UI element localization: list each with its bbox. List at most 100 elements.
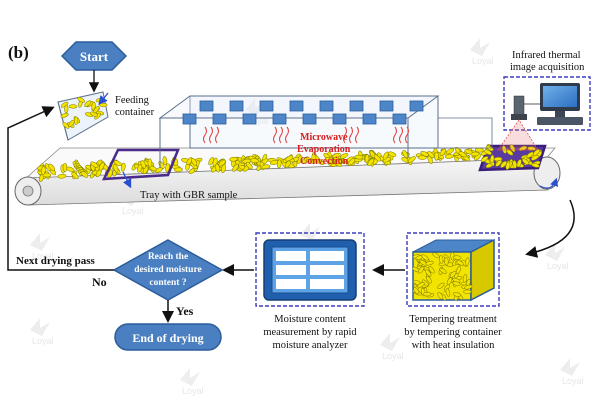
feeding-label-line2: container bbox=[115, 107, 155, 118]
rice-grain bbox=[533, 149, 540, 156]
rice-grain bbox=[426, 275, 432, 284]
rice-grain bbox=[354, 154, 364, 160]
rice-grain bbox=[334, 159, 344, 165]
rice-grain bbox=[452, 281, 461, 286]
rice-grain bbox=[162, 156, 168, 166]
tempering-frame bbox=[406, 232, 500, 307]
rice-grain bbox=[232, 164, 239, 172]
rice-grain bbox=[437, 291, 444, 300]
rice-grain bbox=[68, 104, 78, 109]
rice-grain bbox=[98, 162, 105, 171]
rice-grain bbox=[432, 252, 440, 259]
rice-grain bbox=[147, 158, 153, 168]
decision-line1: Reach the bbox=[148, 252, 188, 262]
rice-grain bbox=[93, 105, 100, 114]
infrared-frame bbox=[503, 76, 591, 131]
rice-grain bbox=[120, 162, 126, 172]
svg-text:Loyal: Loyal bbox=[382, 351, 404, 361]
rice-grain bbox=[452, 255, 462, 260]
svg-text:Loyal: Loyal bbox=[32, 336, 54, 346]
rice-grain bbox=[316, 158, 325, 166]
rice-grain bbox=[245, 161, 253, 170]
rice-grain bbox=[458, 151, 467, 158]
next-pass-label: Next drying pass bbox=[16, 255, 96, 267]
camera-icon bbox=[511, 95, 540, 120]
heater-block bbox=[259, 100, 274, 112]
rice-grain bbox=[417, 155, 427, 160]
rice-grain bbox=[229, 156, 239, 162]
tempering-label-line1: Tempering treatment bbox=[409, 314, 497, 325]
rice-grain bbox=[427, 151, 435, 159]
tempering-label-line2: by tempering container bbox=[404, 327, 502, 338]
rice-grain bbox=[332, 152, 341, 159]
rice-grain bbox=[250, 158, 260, 163]
heater-block bbox=[302, 113, 317, 125]
watermark-logo-icon: Loyal bbox=[245, 98, 269, 126]
moisture-label-line3: moisture analyzer bbox=[273, 340, 348, 351]
rice-grain bbox=[276, 159, 282, 169]
rice-grain bbox=[421, 254, 429, 261]
rice-grain bbox=[444, 154, 454, 159]
rice-grain bbox=[484, 149, 492, 155]
rice-grain bbox=[84, 100, 92, 107]
rice-grain bbox=[490, 154, 495, 164]
evaporation-label: Evaporation bbox=[297, 144, 351, 155]
rice-grain bbox=[512, 160, 517, 169]
rice-grain bbox=[408, 156, 416, 163]
rice-grain bbox=[445, 288, 451, 297]
rice-grain bbox=[428, 266, 435, 274]
figure-label: (b) bbox=[8, 43, 29, 62]
no-label: No bbox=[92, 275, 107, 289]
rice-grain bbox=[480, 156, 489, 163]
rice-grain bbox=[91, 101, 96, 111]
computer-icon bbox=[537, 83, 583, 125]
tempering-container-icon bbox=[412, 238, 495, 302]
start-node: Start bbox=[60, 41, 128, 71]
start-label: Start bbox=[80, 49, 109, 64]
rice-grain bbox=[42, 172, 52, 178]
rice-grain bbox=[77, 97, 86, 103]
rice-grain bbox=[531, 162, 540, 168]
rice-grain bbox=[140, 160, 146, 169]
rice-grain bbox=[464, 284, 473, 290]
svg-text:Loyal: Loyal bbox=[247, 116, 269, 126]
rice-grain bbox=[522, 158, 530, 165]
rice-grain bbox=[437, 282, 445, 289]
yes-label: Yes bbox=[176, 304, 194, 318]
rice-grain bbox=[465, 257, 470, 266]
camera-view-cone bbox=[497, 119, 539, 151]
rice-grain bbox=[340, 153, 349, 159]
watermark-logo-icon: Loyal bbox=[470, 38, 494, 66]
analyzer-frame bbox=[255, 232, 365, 307]
rice-grain bbox=[425, 260, 434, 266]
moisture-analyzer-icon bbox=[263, 239, 357, 301]
heater-block bbox=[319, 100, 334, 112]
rice-grain bbox=[90, 161, 99, 168]
rice-grain bbox=[439, 148, 447, 157]
rice-grain bbox=[80, 171, 89, 178]
rice-grain bbox=[173, 167, 183, 172]
watermark-logo-icon: Loyal bbox=[560, 358, 584, 386]
heater-block bbox=[199, 100, 214, 112]
rice-grain bbox=[500, 160, 507, 168]
rice-grain bbox=[417, 282, 425, 288]
watermark-logo-icon: Loyal bbox=[30, 233, 54, 261]
tray-grains bbox=[480, 143, 543, 170]
svg-text:Loyal: Loyal bbox=[562, 376, 584, 386]
rice-grain bbox=[439, 255, 444, 264]
heater-block bbox=[409, 100, 424, 112]
rice-grain bbox=[348, 158, 356, 166]
rice-grain bbox=[456, 260, 464, 266]
heater-block bbox=[272, 113, 287, 125]
heater-block bbox=[242, 113, 257, 125]
rice-grain bbox=[462, 274, 468, 283]
rice-grain bbox=[221, 164, 226, 173]
heater-block bbox=[362, 113, 377, 125]
rice-grain bbox=[463, 289, 472, 294]
decision-line2: desired moisture bbox=[134, 265, 201, 275]
heater-block bbox=[212, 113, 227, 125]
rice-grain bbox=[444, 257, 449, 266]
rice-grain bbox=[439, 267, 447, 274]
